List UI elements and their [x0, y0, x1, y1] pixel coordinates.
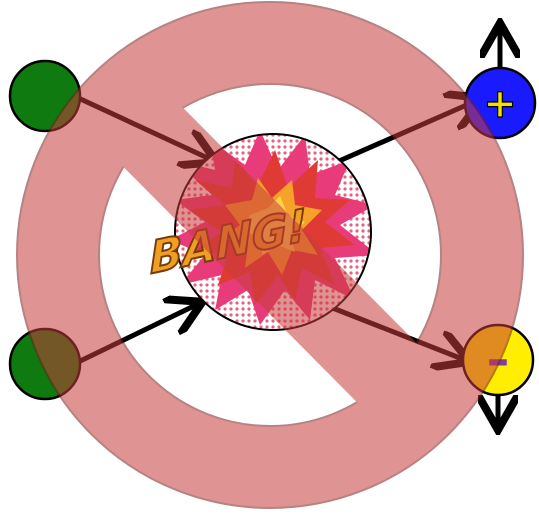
- plus-sign: +: [483, 81, 517, 127]
- prohibition-sign: [17, 2, 523, 508]
